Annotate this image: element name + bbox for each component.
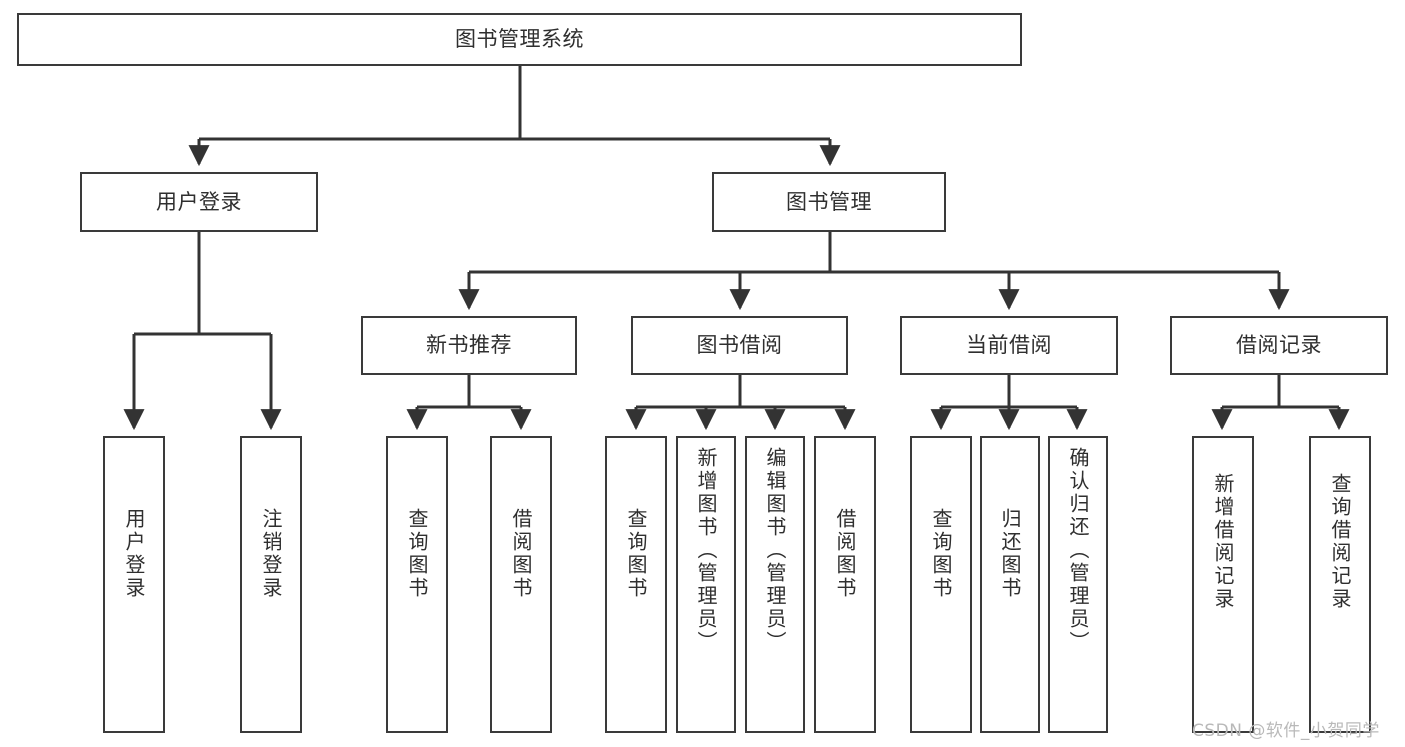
node-leaf-add-record-label: 新增借阅记录 (1211, 473, 1235, 611)
node-leaf-logout-login[interactable]: 注销登录 (240, 436, 302, 733)
node-leaf-edit-book-label: 编辑图书（管理员） (763, 447, 787, 654)
node-leaf-add-book[interactable]: 新增图书（管理员） (676, 436, 736, 733)
node-leaf-confirm-return-label: 确认归还（管理员） (1066, 447, 1090, 654)
node-leaf-borrow-book-2-label: 借阅图书 (833, 508, 857, 600)
node-book-borrow-label: 图书借阅 (696, 333, 783, 358)
node-user-login-label: 用户登录 (156, 189, 242, 214)
node-leaf-query-record[interactable]: 查询借阅记录 (1309, 436, 1371, 733)
node-leaf-return-book[interactable]: 归还图书 (980, 436, 1040, 733)
node-leaf-query-book-1[interactable]: 查询图书 (386, 436, 448, 733)
node-borrow-record[interactable]: 借阅记录 (1170, 316, 1388, 375)
node-leaf-add-record[interactable]: 新增借阅记录 (1192, 436, 1254, 733)
node-leaf-query-book-1-label: 查询图书 (405, 508, 429, 600)
node-leaf-borrow-book-1-label: 借阅图书 (509, 508, 533, 600)
node-root-label: 图书管理系统 (455, 27, 584, 52)
node-leaf-borrow-book-1[interactable]: 借阅图书 (490, 436, 552, 733)
node-leaf-query-book-3[interactable]: 查询图书 (910, 436, 972, 733)
node-leaf-query-book-2-label: 查询图书 (624, 508, 648, 600)
node-leaf-query-book-3-label: 查询图书 (929, 508, 953, 600)
node-leaf-add-book-label: 新增图书（管理员） (694, 447, 718, 654)
node-leaf-query-book-2[interactable]: 查询图书 (605, 436, 667, 733)
node-leaf-user-login-label: 用户登录 (122, 508, 146, 600)
node-leaf-borrow-book-2[interactable]: 借阅图书 (814, 436, 876, 733)
node-leaf-confirm-return[interactable]: 确认归还（管理员） (1048, 436, 1108, 733)
node-leaf-return-book-label: 归还图书 (998, 508, 1022, 600)
node-book-borrow[interactable]: 图书借阅 (631, 316, 848, 375)
node-leaf-logout-login-label: 注销登录 (259, 508, 283, 600)
node-current-borrow-label: 当前借阅 (966, 333, 1052, 358)
node-leaf-query-record-label: 查询借阅记录 (1328, 473, 1352, 611)
node-borrow-record-label: 借阅记录 (1236, 333, 1322, 358)
node-root[interactable]: 图书管理系统 (17, 13, 1022, 66)
node-current-borrow[interactable]: 当前借阅 (900, 316, 1118, 375)
node-book-management-label: 图书管理 (786, 189, 872, 214)
node-new-book-recommend-label: 新书推荐 (426, 333, 512, 358)
node-leaf-user-login[interactable]: 用户登录 (103, 436, 165, 733)
node-new-book-recommend[interactable]: 新书推荐 (361, 316, 577, 375)
node-book-management[interactable]: 图书管理 (712, 172, 946, 232)
node-user-login[interactable]: 用户登录 (80, 172, 318, 232)
node-leaf-edit-book[interactable]: 编辑图书（管理员） (745, 436, 805, 733)
